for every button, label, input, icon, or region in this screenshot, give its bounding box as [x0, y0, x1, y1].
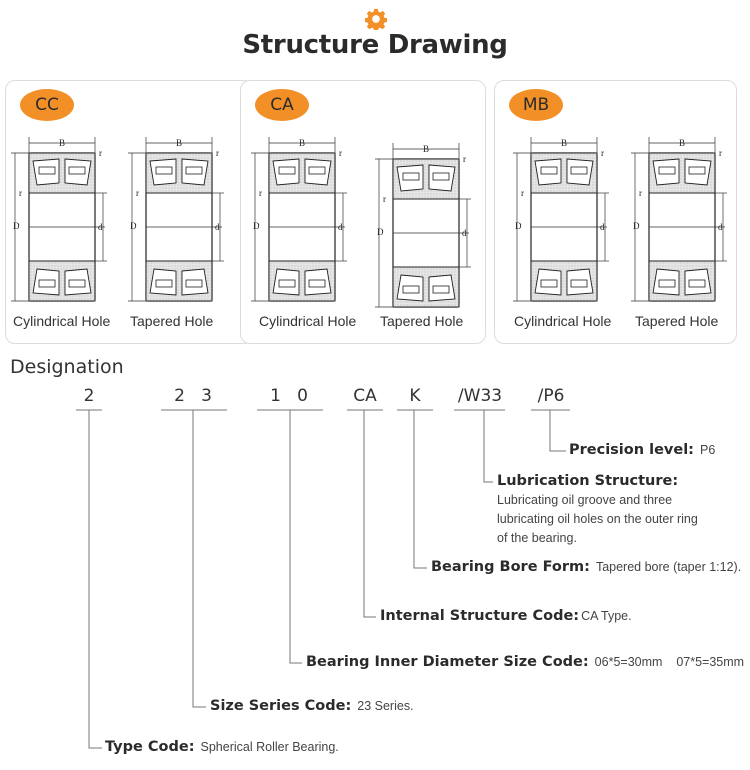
drawing-caption: Tapered Hole — [380, 313, 464, 329]
svg-text:D: D — [253, 221, 260, 231]
bearing-drawing-slot: B D r r d — [9, 133, 109, 310]
lubrication-structure-label: Lubrication Structure: — [497, 473, 679, 489]
card-ca: CA B D r r d — [240, 80, 486, 344]
bearing-drawing-slot: B D r r d — [629, 133, 729, 310]
svg-text:r: r — [463, 154, 466, 164]
bearing-drawing: B D r r d — [251, 137, 347, 302]
svg-text:D: D — [377, 227, 384, 237]
drawing-caption: Cylindrical Hole — [13, 313, 111, 329]
svg-text:D: D — [13, 221, 20, 231]
svg-text:B: B — [59, 138, 65, 148]
drawing-caption: Tapered Hole — [635, 313, 719, 329]
type-badge: MB — [509, 89, 563, 121]
inner-diameter-label: Bearing Inner Diameter Size Code:06*5=30… — [306, 654, 745, 670]
svg-text:r: r — [339, 148, 342, 158]
code-inner-diameter: 1 0 — [270, 386, 308, 406]
svg-text:r: r — [639, 188, 642, 198]
designation-title: Designation — [10, 356, 124, 378]
drawing-caption: Cylindrical Hole — [259, 313, 357, 329]
svg-text:D: D — [130, 221, 137, 231]
svg-text:d: d — [98, 222, 103, 232]
drawing-caption: Tapered Hole — [130, 313, 214, 329]
svg-text:r: r — [136, 188, 139, 198]
bearing-drawing: B D r r d — [128, 137, 224, 302]
bearing-drawing: B D r r d — [513, 137, 609, 302]
svg-text:B: B — [561, 138, 567, 148]
svg-text:B: B — [423, 144, 429, 154]
svg-text:r: r — [216, 148, 219, 158]
svg-text:r: r — [259, 188, 262, 198]
lubrication-structure-desc: Lubricating oil groove and three lubrica… — [497, 493, 698, 545]
code-bore-form: K — [409, 386, 421, 406]
bore-form-label: Bearing Bore Form:Tapered bore (taper 1:… — [431, 559, 742, 575]
svg-text:D: D — [633, 221, 640, 231]
page-title: Structure Drawing — [242, 30, 508, 60]
type-badge: CA — [255, 89, 309, 121]
code-precision: /P6 — [537, 386, 565, 406]
gear-icon — [365, 8, 387, 30]
type-code-label: Type Code:Spherical Roller Bearing. — [105, 739, 339, 755]
bearing-drawing: B D r r d — [11, 137, 107, 302]
bearing-drawing-slot: B D r r d — [249, 133, 349, 310]
svg-text:r: r — [521, 188, 524, 198]
svg-text:B: B — [679, 138, 685, 148]
bearing-drawing: B D r r d — [631, 137, 727, 302]
code-type: 2 — [83, 386, 95, 406]
size-series-label: Size Series Code:23 Series. — [210, 698, 414, 714]
card-mb: MB B D r r d — [494, 80, 737, 344]
svg-text:d: d — [338, 222, 343, 232]
svg-text:r: r — [19, 188, 22, 198]
card-cc: CC B D r r d — [5, 80, 254, 344]
svg-text:d: d — [600, 222, 605, 232]
svg-text:D: D — [515, 221, 522, 231]
code-size-series: 2 3 — [174, 386, 212, 406]
precision-level-label: Precision level:P6 — [569, 442, 716, 458]
bearing-drawing-slot: B D r r d — [373, 139, 473, 316]
bearing-drawing-slot: B D r r d — [126, 133, 226, 310]
svg-text:d: d — [718, 222, 723, 232]
drawing-caption: Cylindrical Hole — [514, 313, 612, 329]
svg-text:r: r — [99, 148, 102, 158]
code-internal-structure: CA — [353, 386, 377, 406]
bearing-drawing-slot: B D r r d — [511, 133, 611, 310]
svg-text:B: B — [299, 138, 305, 148]
svg-text:r: r — [383, 194, 386, 204]
svg-text:r: r — [601, 148, 604, 158]
svg-text:B: B — [176, 138, 182, 148]
bearing-drawing: B D r r d — [375, 143, 471, 308]
svg-text:d: d — [215, 222, 220, 232]
code-lubrication: /W33 — [457, 386, 503, 406]
svg-text:d: d — [462, 228, 467, 238]
svg-text:r: r — [719, 148, 722, 158]
type-badge: CC — [20, 89, 74, 121]
internal-structure-label: Internal Structure Code:CA Type. — [380, 608, 632, 624]
